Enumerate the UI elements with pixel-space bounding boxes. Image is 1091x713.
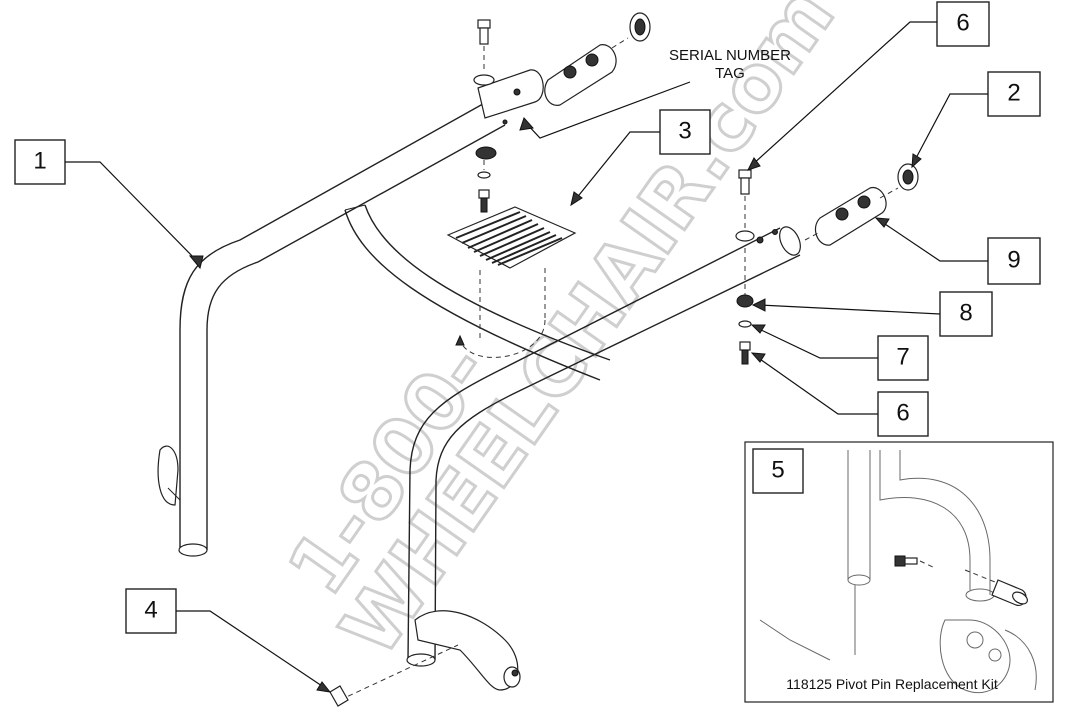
callout-8-number: 8 (959, 299, 972, 326)
hardware-right (735, 169, 755, 365)
hardware-left (473, 19, 497, 213)
callout-1-number: 1 (33, 147, 46, 174)
callout-7: 7 (750, 324, 929, 381)
callout-2-number: 2 (1007, 79, 1020, 106)
callout-4-number: 4 (144, 596, 157, 623)
callout-6-top-number: 6 (956, 9, 969, 36)
frame-tube-left (157, 99, 506, 557)
callout-8: 8 (751, 291, 993, 337)
callout-9: 9 (874, 217, 1041, 285)
callout-6-top: 6 (747, 1, 990, 171)
serial-tag-label-line1: SERIAL NUMBER (669, 47, 791, 64)
pin-part (329, 685, 349, 707)
callout-5-number: 5 (771, 456, 784, 483)
callout-3-number: 3 (678, 117, 691, 144)
callout-4: 4 (125, 588, 332, 693)
inset-kit-panel: 5 118125 Pivot Pin Replacement Kit (744, 441, 1054, 703)
serial-tag-plate (446, 206, 577, 358)
cross-brace (344, 204, 611, 381)
callout-3: 3 (570, 109, 711, 207)
callout-7-number: 7 (896, 343, 909, 370)
clamp-right (804, 163, 919, 246)
kit-caption: 118125 Pivot Pin Replacement Kit (786, 676, 998, 692)
frame-tube-right (406, 226, 801, 691)
callout-6-bottom-number: 6 (896, 399, 909, 426)
callout-2: 2 (911, 71, 1041, 169)
callout-9-number: 9 (1007, 246, 1020, 273)
callout-1: 1 (14, 139, 204, 270)
pin-axis-line (339, 644, 459, 701)
serial-tag-label-line2: TAG (715, 65, 745, 82)
callout-6-bottom: 6 (750, 352, 929, 437)
clamp-left (477, 12, 651, 125)
